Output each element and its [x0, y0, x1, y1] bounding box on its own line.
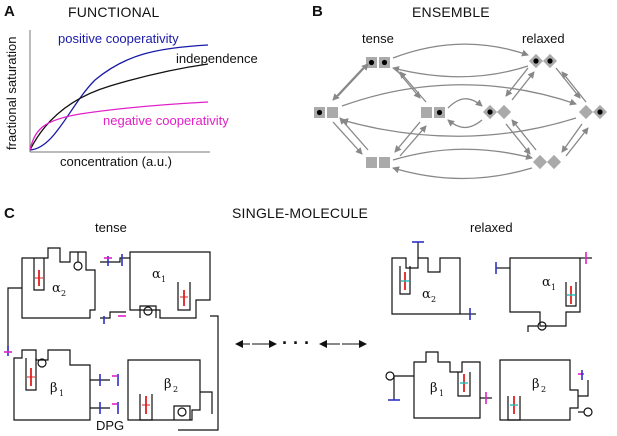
transition-ellipsis: · · ·	[282, 333, 310, 353]
tense-tetramer	[4, 247, 219, 431]
panel-a-letter: A	[4, 3, 15, 20]
relaxed-beta1-letter: β	[430, 381, 438, 396]
tense-alpha2-letter: α	[52, 281, 61, 296]
relaxed-alpha1-num: 1	[551, 283, 556, 292]
state-tense-1-bound-b	[421, 107, 445, 118]
x-axis-label: concentration (a.u.)	[60, 154, 172, 169]
tense-beta1-letter: β	[50, 381, 58, 396]
relaxed-beta2-num: 2	[541, 385, 546, 394]
state-relaxed-1-bound-a	[482, 104, 512, 120]
panel-a-title: FUNCTIONAL	[68, 4, 159, 20]
ensemble-states	[314, 53, 608, 170]
relaxed-beta2-letter: β	[532, 377, 540, 392]
negative-cooperativity-label: negative cooperativity	[103, 113, 229, 128]
tense-alpha2-num: 2	[61, 289, 66, 298]
relaxed-beta2-shape	[499, 359, 579, 421]
tense-beta1-num: 1	[59, 389, 64, 398]
relaxed-alpha2-letter: α	[422, 287, 431, 302]
panel-b-letter: B	[312, 3, 323, 20]
tense-alpha1-num: 1	[161, 275, 166, 284]
positive-cooperativity-curve	[29, 44, 209, 151]
independence-label: independence	[176, 51, 258, 66]
state-tense-2-bound	[366, 57, 390, 68]
negative-cooperativity-curve	[29, 101, 209, 151]
single-molecule-relaxed-label: relaxed	[470, 220, 513, 235]
relaxed-tetramer	[385, 241, 593, 421]
panel-a-chart: fractional saturation concentration (a.u…	[4, 30, 258, 169]
y-axis-label: fractional saturation	[4, 37, 19, 150]
relaxed-alpha1-shape	[509, 257, 581, 327]
positive-cooperativity-label: positive cooperativity	[58, 31, 179, 46]
relaxed-beta1-shape	[413, 351, 481, 419]
tense-beta2-letter: β	[164, 377, 172, 392]
relaxed-alpha2-shape	[391, 257, 461, 315]
state-relaxed-2-bound	[528, 53, 558, 69]
independence-curve	[29, 63, 209, 151]
state-relaxed-0-bound	[532, 154, 562, 170]
state-tense-1-bound-a	[314, 107, 338, 118]
state-relaxed-1-bound-b	[578, 104, 608, 120]
ensemble-tense-label: tense	[362, 31, 394, 46]
ensemble-relaxed-label: relaxed	[522, 31, 565, 46]
tense-alpha2-shape	[21, 247, 96, 319]
tense-beta2-num: 2	[173, 385, 178, 394]
relaxed-beta1-num: 1	[439, 389, 444, 398]
tense-alpha1-letter: α	[152, 267, 161, 282]
tense-beta1-shape	[13, 349, 91, 421]
panel-c-letter: C	[4, 205, 15, 222]
ensemble-arrows	[332, 43, 589, 180]
panel-b-title: ENSEMBLE	[412, 4, 490, 20]
tense-beta2-shape	[127, 359, 201, 421]
dpg-label: DPG	[96, 418, 124, 433]
panel-c-title: SINGLE-MOLECULE	[232, 205, 368, 221]
state-tense-0-bound	[366, 157, 390, 168]
tense-alpha1-shape	[129, 251, 211, 319]
relaxed-alpha1-letter: α	[542, 275, 551, 290]
relaxed-alpha2-num: 2	[431, 295, 436, 304]
single-molecule-tense-label: tense	[95, 220, 127, 235]
